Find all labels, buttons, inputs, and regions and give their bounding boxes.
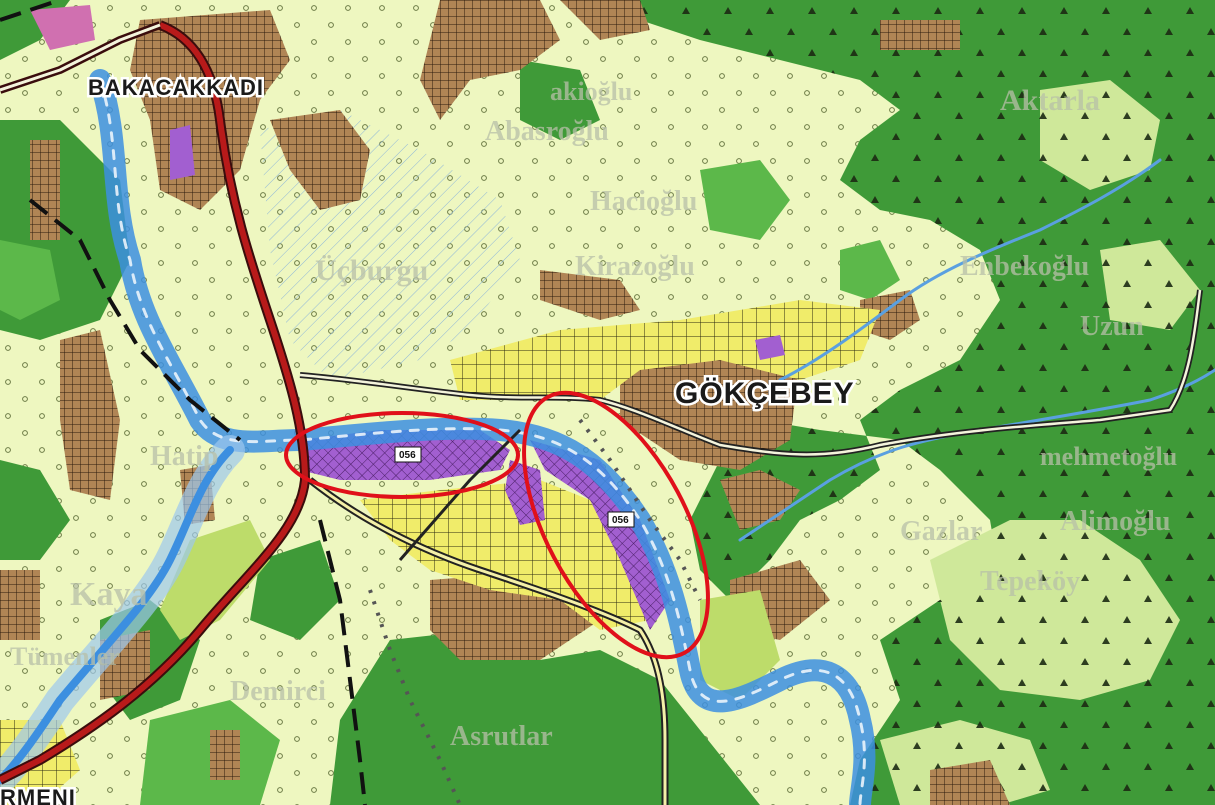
town-label-bakacakkadi: BAKACAKKADI — [88, 75, 264, 100]
place-label-abasoglu: Abasroğlu — [485, 116, 609, 147]
zone-badge-west[interactable]: 056 — [394, 446, 422, 463]
place-label-enbekoglu: Enbekoğlu — [960, 251, 1089, 282]
zone-badge-west-label: 056 — [399, 450, 416, 461]
irrigated-strip-south — [700, 590, 780, 700]
road-network — [0, 20, 1203, 805]
place-label-demirci: Demirci — [230, 676, 326, 707]
place-label-tumenler: Tümenler — [10, 642, 120, 671]
place-label-kaya: Kaya — [70, 576, 147, 613]
place-label-mehmetoglu: mehmetoğlu — [1040, 442, 1177, 471]
admin-boundaries — [0, 0, 702, 805]
place-label-hacioglu: Hacioğlu — [590, 186, 697, 217]
place-label-yakioglu: akioğlu — [550, 77, 632, 106]
place-labels: akioğlu Abasroğlu Aktarla Hacioğlu Üçbur… — [10, 77, 1177, 752]
town-label-ermeni: RMENI — [0, 785, 76, 805]
highlight-ellipse-east[interactable] — [486, 364, 746, 686]
place-label-uzun: Uzun — [1080, 311, 1144, 342]
zone-badge-east[interactable]: 056 — [607, 511, 635, 528]
place-label-gazlar: Gazlar — [900, 516, 982, 547]
place-label-aktarla: Aktarla — [1000, 84, 1100, 117]
place-label-kirazoglu: Kirazoğlu — [575, 251, 695, 282]
place-label-ucburgu: Üçburgu — [315, 254, 428, 287]
town-label-gokcebey: GÖKÇEBEY — [675, 377, 855, 410]
place-label-alimoglu: Alimoğlu — [1060, 506, 1170, 537]
town-labels: BAKACAKKADI GÖKÇEBEY RMENI — [0, 73, 856, 805]
settlement-areas — [0, 0, 1010, 805]
place-label-tepekoy: Tepeköy — [980, 566, 1080, 597]
place-label-hatip: Hatip — [150, 441, 218, 472]
highlight-ellipse-west[interactable] — [284, 411, 520, 499]
zone-badge-east-label: 056 — [612, 515, 629, 526]
place-label-asrutlar: Asrutlar — [450, 721, 553, 752]
